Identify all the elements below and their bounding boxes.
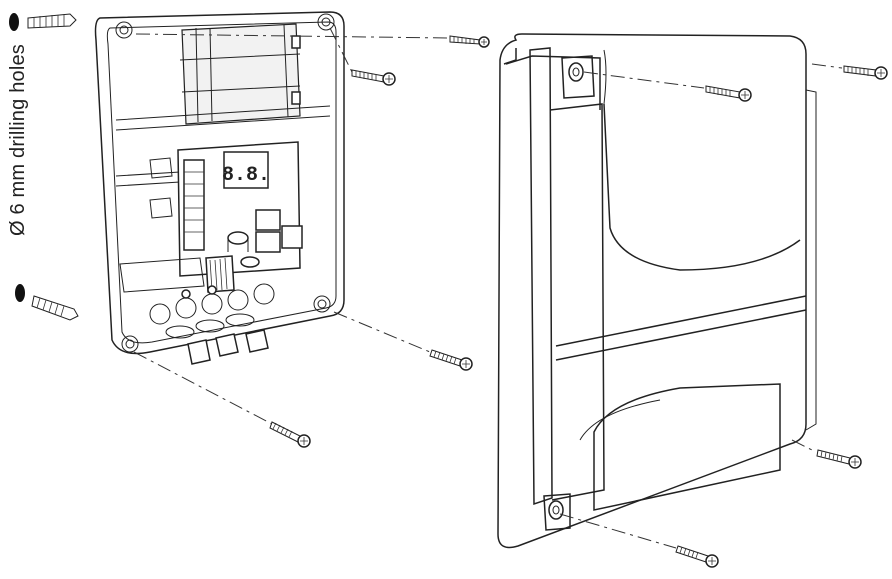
screw-3 (705, 85, 752, 102)
screw-7 (816, 449, 862, 469)
screw-5 (429, 349, 473, 371)
screw-6 (269, 421, 311, 448)
screw-1 (449, 35, 490, 48)
enclosure-base: 8.8. (94, 11, 345, 365)
screw-8 (675, 545, 719, 568)
screw-2 (351, 69, 396, 86)
alignment-lines (133, 27, 843, 549)
wall-plug-bottom (15, 284, 79, 321)
screw-4 (843, 65, 888, 80)
wall-plug-top (9, 13, 77, 31)
led-display-readout: 8.8. (222, 164, 270, 187)
front-cover (497, 33, 817, 549)
